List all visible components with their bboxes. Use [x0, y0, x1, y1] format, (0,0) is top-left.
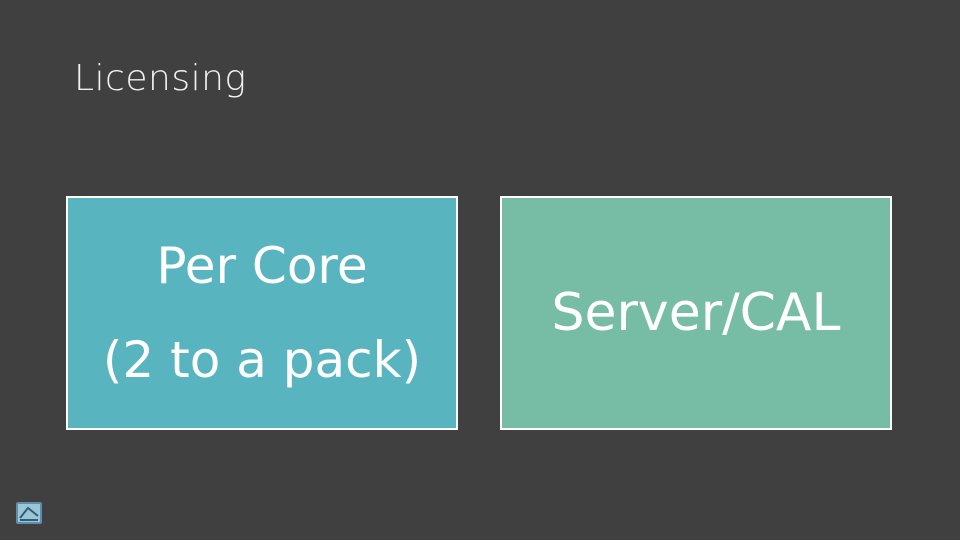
server-cal-label: Server/CAL [551, 283, 841, 343]
presentation-logo-icon [16, 502, 42, 524]
slide-title: Licensing [74, 58, 247, 99]
per-core-sublabel: (2 to a pack) [102, 331, 422, 389]
per-core-box: Per Core (2 to a pack) [66, 196, 458, 430]
server-cal-box: Server/CAL [500, 196, 892, 430]
per-core-label: Per Core [156, 237, 368, 295]
